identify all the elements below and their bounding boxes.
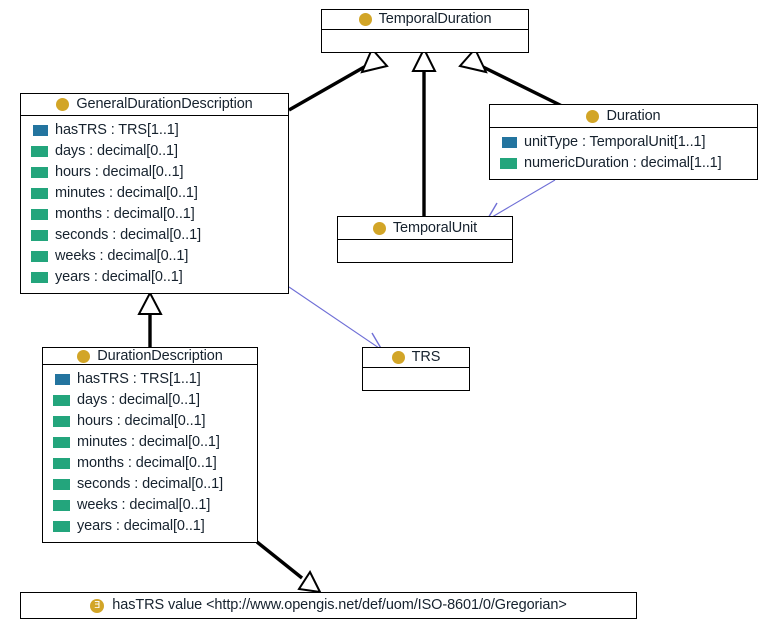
- class-header-temporal-unit: TemporalUnit: [338, 217, 512, 240]
- object-property-icon: [500, 137, 517, 148]
- attribute-label: days : decimal[0..1]: [77, 392, 200, 409]
- edge-duration-to-temporalduration: [458, 47, 563, 108]
- class-icon: [358, 13, 372, 26]
- class-box-temporal-unit[interactable]: TemporalUnit: [337, 216, 513, 263]
- class-name-label: Duration: [606, 107, 661, 124]
- attribute-row[interactable]: years : decimal[0..1]: [43, 516, 257, 537]
- class-header-temporal-duration: TemporalDuration: [322, 10, 528, 30]
- class-attributes-temporal-unit: [338, 240, 512, 262]
- data-property-icon: [31, 209, 48, 220]
- attribute-row[interactable]: years : decimal[0..1]: [21, 267, 288, 288]
- class-attributes-duration-description: hasTRS : TRS[1..1] days : decimal[0..1] …: [43, 365, 257, 542]
- attribute-row[interactable]: minutes : decimal[0..1]: [21, 183, 288, 204]
- class-icon: [586, 109, 600, 123]
- data-property-icon: [53, 395, 70, 406]
- class-box-trs[interactable]: TRS: [362, 347, 470, 391]
- edge-gdd-to-trs: [288, 286, 383, 351]
- attribute-row[interactable]: minutes : decimal[0..1]: [43, 432, 257, 453]
- attribute-row[interactable]: hours : decimal[0..1]: [21, 162, 288, 183]
- data-property-icon: [53, 521, 70, 532]
- attribute-label: minutes : decimal[0..1]: [55, 185, 198, 202]
- class-box-duration-description[interactable]: DurationDescription hasTRS : TRS[1..1] d…: [42, 347, 258, 543]
- note-text: hasTRS value <http://www.opengis.net/def…: [112, 597, 567, 614]
- class-icon: [56, 98, 70, 111]
- attribute-label: numericDuration : decimal[1..1]: [524, 155, 722, 172]
- object-property-icon: [31, 125, 48, 136]
- data-property-icon: [31, 251, 48, 262]
- attribute-label: hasTRS : TRS[1..1]: [55, 122, 179, 139]
- attribute-label: days : decimal[0..1]: [55, 143, 178, 160]
- edge-durationdescription-to-note: [255, 540, 322, 594]
- attribute-label: weeks : decimal[0..1]: [55, 248, 189, 265]
- class-name-label: TRS: [411, 349, 441, 366]
- attribute-row[interactable]: months : decimal[0..1]: [43, 453, 257, 474]
- class-icon: [391, 351, 405, 364]
- class-box-temporal-duration[interactable]: TemporalDuration: [321, 9, 529, 53]
- edge-gdd-to-temporalduration: [288, 47, 389, 112]
- attribute-row[interactable]: numericDuration : decimal[1..1]: [490, 153, 757, 174]
- attribute-label: years : decimal[0..1]: [55, 269, 183, 286]
- data-property-icon: [53, 500, 70, 511]
- attribute-label: unitType : TemporalUnit[1..1]: [524, 134, 706, 151]
- edge-durationdescription-to-gdd: [137, 290, 163, 348]
- attribute-label: hours : decimal[0..1]: [55, 164, 184, 181]
- attribute-label: seconds : decimal[0..1]: [55, 227, 201, 244]
- class-header-duration-description: DurationDescription: [43, 348, 257, 365]
- attribute-row[interactable]: days : decimal[0..1]: [43, 390, 257, 411]
- attribute-label: months : decimal[0..1]: [77, 455, 217, 472]
- attribute-row[interactable]: weeks : decimal[0..1]: [43, 495, 257, 516]
- class-box-general-duration-description[interactable]: GeneralDurationDescription hasTRS : TRS[…: [20, 93, 289, 294]
- data-property-icon: [31, 146, 48, 157]
- data-property-icon: [53, 437, 70, 448]
- data-property-icon: [53, 479, 70, 490]
- attribute-row[interactable]: weeks : decimal[0..1]: [21, 246, 288, 267]
- data-property-icon: [31, 167, 48, 178]
- attribute-label: years : decimal[0..1]: [77, 518, 205, 535]
- attribute-label: months : decimal[0..1]: [55, 206, 195, 223]
- class-icon: [372, 221, 386, 235]
- class-name-label: DurationDescription: [97, 347, 223, 364]
- class-name-label: TemporalUnit: [392, 219, 478, 236]
- class-header-duration: Duration: [490, 105, 757, 128]
- class-attributes-general-duration-description: hasTRS : TRS[1..1] days : decimal[0..1] …: [21, 116, 288, 293]
- attribute-row[interactable]: seconds : decimal[0..1]: [43, 474, 257, 495]
- attribute-row[interactable]: hasTRS : TRS[1..1]: [43, 369, 257, 390]
- edge-duration-to-temporalunit: [486, 179, 556, 221]
- object-property-icon: [53, 374, 70, 385]
- attribute-row[interactable]: hasTRS : TRS[1..1]: [21, 120, 288, 141]
- attribute-label: minutes : decimal[0..1]: [77, 434, 220, 451]
- class-header-general-duration-description: GeneralDurationDescription: [21, 94, 288, 116]
- attribute-row[interactable]: unitType : TemporalUnit[1..1]: [490, 132, 757, 153]
- attribute-label: hasTRS : TRS[1..1]: [77, 371, 201, 388]
- attribute-row[interactable]: hours : decimal[0..1]: [43, 411, 257, 432]
- class-box-duration[interactable]: Duration unitType : TemporalUnit[1..1] n…: [489, 104, 758, 180]
- class-attributes-temporal-duration: [322, 30, 528, 52]
- data-property-icon: [31, 230, 48, 241]
- attribute-label: hours : decimal[0..1]: [77, 413, 206, 430]
- class-header-trs: TRS: [363, 348, 469, 368]
- class-attributes-duration: unitType : TemporalUnit[1..1] numericDur…: [490, 128, 757, 179]
- note-box-has-trs-value[interactable]: Ǝ hasTRS value <http://www.opengis.net/d…: [20, 592, 637, 619]
- attribute-row[interactable]: days : decimal[0..1]: [21, 141, 288, 162]
- data-property-icon: [500, 158, 517, 169]
- data-property-icon: [31, 272, 48, 283]
- data-property-icon: [53, 416, 70, 427]
- attribute-row[interactable]: months : decimal[0..1]: [21, 204, 288, 225]
- existential-restriction-icon: Ǝ: [90, 598, 105, 613]
- edge-temporalunit-to-temporalduration: [411, 46, 437, 216]
- class-icon: [77, 349, 91, 363]
- class-name-label: TemporalDuration: [378, 11, 492, 28]
- data-property-icon: [31, 188, 48, 199]
- class-attributes-trs: [363, 368, 469, 390]
- attribute-label: weeks : decimal[0..1]: [77, 497, 211, 514]
- class-name-label: GeneralDurationDescription: [76, 96, 253, 113]
- attribute-row[interactable]: seconds : decimal[0..1]: [21, 225, 288, 246]
- attribute-label: seconds : decimal[0..1]: [77, 476, 223, 493]
- data-property-icon: [53, 458, 70, 469]
